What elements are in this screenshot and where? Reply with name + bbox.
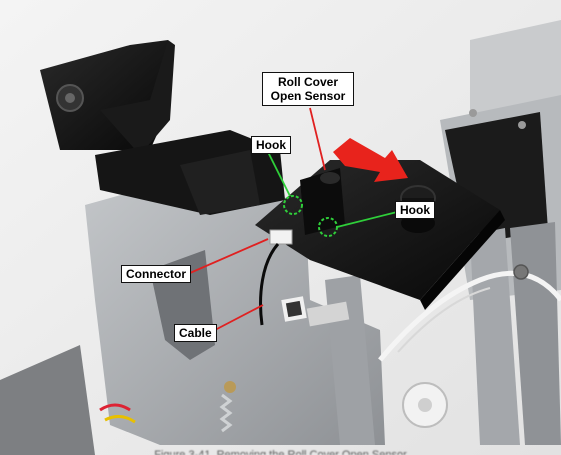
hook-label-right: Hook <box>395 201 435 219</box>
figure-caption: Figure 3-41. Removing the Roll Cover Ope… <box>154 449 407 455</box>
hook-label-left: Hook <box>251 136 291 154</box>
connector-label: Connector <box>121 265 191 283</box>
cable-label: Cable <box>174 324 217 342</box>
roll-cover-label-line2: Open Sensor <box>270 89 346 103</box>
roll-cover-label-line1: Roll Cover <box>277 75 338 89</box>
roll-cover-open-sensor-label: Roll Cover Open Sensor <box>262 72 354 106</box>
